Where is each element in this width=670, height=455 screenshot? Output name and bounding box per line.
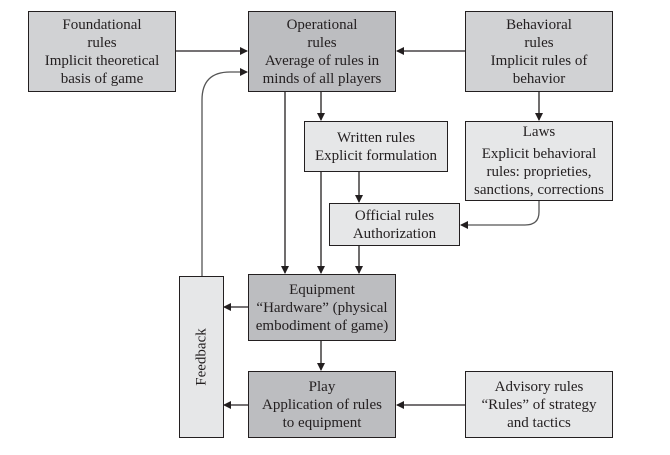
node-laws: Laws Explicit behavioral rules: propriet… [465, 121, 613, 201]
node-description: embodiment of game) [255, 317, 389, 334]
node-title: Operational [286, 16, 358, 33]
node-description: sanctions, corrections [474, 182, 604, 198]
node-title: rules [87, 34, 117, 51]
node-title: Feedback [193, 328, 210, 386]
node-official-rules: Official rules Authorization [329, 203, 460, 246]
edge-feedback-operational [201, 68, 248, 276]
node-operational-rules: Operational rules Average of rules in mi… [248, 11, 396, 92]
node-description: rules: proprieties, [486, 164, 592, 180]
node-title: Foundational [62, 16, 142, 33]
node-title: rules [524, 34, 554, 51]
node-description: basis of game [60, 70, 144, 87]
node-description: behavior [512, 70, 566, 87]
node-play: Play Application of rules to equipment [248, 371, 396, 438]
node-title: Advisory rules [494, 378, 584, 395]
node-description: “Hardware” (physical [256, 299, 388, 316]
node-description: and tactics [507, 414, 571, 431]
node-written-rules: Written rules Explicit formulation [304, 121, 448, 172]
node-behavioral-rules: Behavioral rules Implicit rules of behav… [465, 11, 613, 92]
node-description: Average of rules in [264, 52, 380, 69]
node-description: Authorization [352, 225, 437, 242]
node-description: Application of rules [262, 396, 382, 413]
node-title: rules [307, 34, 337, 51]
node-title: Written rules [336, 129, 416, 146]
node-foundational-rules: Foundational rules Implicit theoretical … [28, 11, 176, 92]
edge-laws-official [460, 201, 540, 229]
node-title: Play [308, 378, 336, 395]
node-equipment: Equipment “Hardware” (physical embodimen… [248, 274, 396, 341]
node-description: Implicit theoretical [44, 52, 160, 69]
node-description: “Rules” of strategy [481, 396, 597, 413]
node-title: Official rules [354, 207, 435, 224]
node-description: Implicit rules of [490, 52, 588, 69]
node-title: Equipment [289, 281, 355, 298]
node-title: Behavioral [506, 16, 572, 33]
node-advisory-rules: Advisory rules “Rules” of strategy and t… [465, 371, 613, 438]
node-description: minds of all players [262, 70, 382, 87]
node-title: Laws [522, 124, 556, 140]
node-description: to equipment [282, 414, 362, 431]
node-feedback: Feedback [179, 276, 224, 438]
node-description: Explicit formulation [314, 147, 438, 164]
node-description: Explicit behavioral [481, 146, 597, 162]
